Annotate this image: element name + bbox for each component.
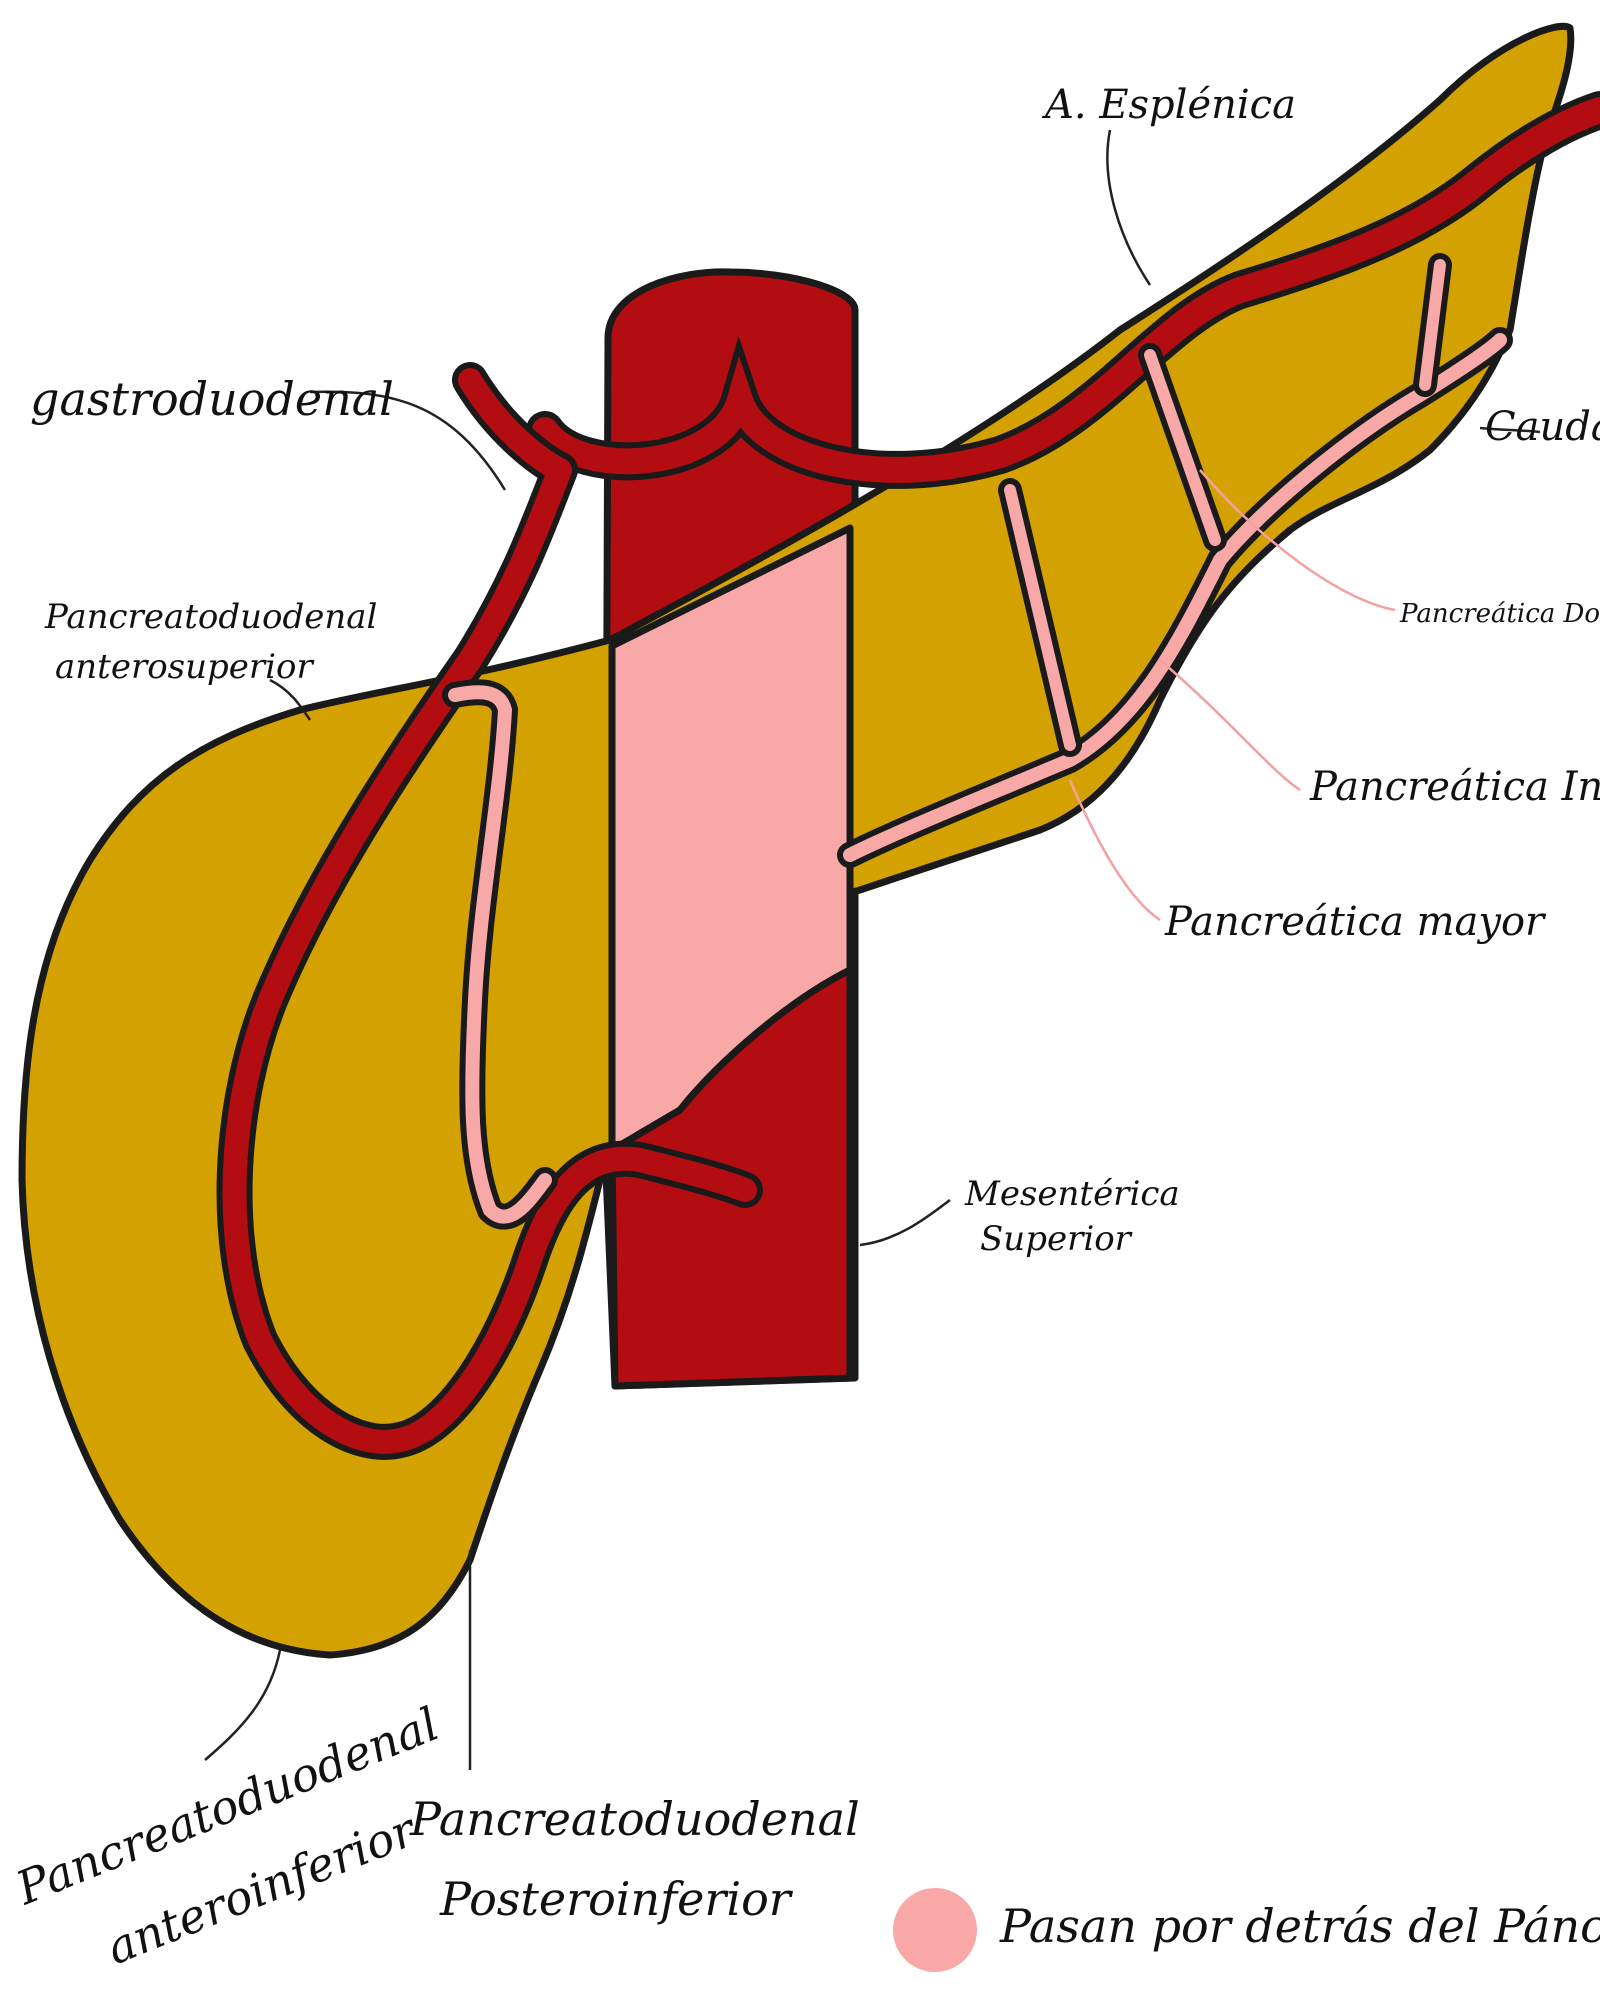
- leader-esplenica: [1107, 130, 1150, 285]
- label-mesenterica-2: Superior: [980, 1219, 1133, 1259]
- label-caudal: Caudal: [1485, 404, 1600, 450]
- label-postero-inferior-1: Pancreatoduodenal: [409, 1792, 860, 1846]
- label-esplenica: A. Esplénica: [1041, 82, 1296, 128]
- legend-text: Pasan por detrás del Páncreas: [999, 1899, 1600, 1953]
- label-pancreatica-inferior: Pancreática Inferior: [1309, 764, 1600, 810]
- leader-mesenterica: [860, 1200, 950, 1245]
- leader-pancreatica-inferior: [1160, 660, 1300, 790]
- label-postero-inferior-2: Posteroinferior: [439, 1872, 794, 1926]
- leader-antero-inferior: [205, 1650, 280, 1760]
- label-pancreatica-dorsal: Pancreática Dorsal: [1399, 599, 1600, 629]
- label-antero-superior-1: Pancreatoduodenal: [44, 597, 377, 637]
- label-gastroduodenal: gastroduodenal: [30, 372, 394, 426]
- label-pancreatica-mayor: Pancreática mayor: [1164, 899, 1547, 945]
- legend-swatch: [893, 1888, 977, 1972]
- label-mesenterica-1: Mesentérica: [964, 1174, 1180, 1214]
- legend: Pasan por detrás del Páncreas: [893, 1888, 1600, 1972]
- label-antero-superior-2: anterosuperior: [55, 647, 315, 687]
